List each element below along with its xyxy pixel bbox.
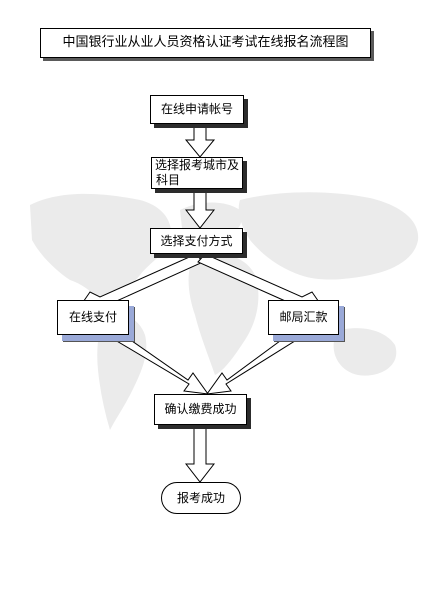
node-confirm-payment-label: 确认缴费成功 bbox=[164, 402, 237, 416]
node-choose-city: 选择报考城市及 科目 bbox=[151, 157, 243, 189]
node-choose-city-label-line2: 科目 bbox=[156, 173, 181, 187]
arrow-postal-to-confirm bbox=[205, 326, 307, 395]
node-confirm-payment: 确认缴费成功 bbox=[154, 394, 247, 425]
node-apply-account: 在线申请帐号 bbox=[150, 95, 244, 124]
node-choose-payment-label: 选择支付方式 bbox=[160, 233, 233, 248]
flowchart-title: 中国银行业从业人员资格认证考试在线报名流程图 bbox=[40, 28, 371, 58]
node-choose-city-label-line1: 选择报考城市及 bbox=[154, 158, 239, 172]
node-postal-remittance-label: 邮局汇款 bbox=[279, 310, 328, 324]
node-choose-payment: 选择支付方式 bbox=[150, 228, 243, 254]
node-online-payment: 在线支付 bbox=[57, 300, 129, 335]
node-registration-success: 报考成功 bbox=[161, 482, 241, 514]
node-apply-account-label: 在线申请帐号 bbox=[160, 102, 233, 116]
node-postal-remittance: 邮局汇款 bbox=[268, 300, 339, 335]
arrow-city-to-payment bbox=[184, 188, 216, 229]
arrow-apply-to-city bbox=[184, 123, 216, 158]
node-online-payment-label: 在线支付 bbox=[68, 310, 117, 324]
node-registration-success-label: 报考成功 bbox=[176, 490, 225, 505]
arrow-confirm-to-success bbox=[184, 424, 216, 483]
arrow-online-to-confirm bbox=[104, 326, 210, 395]
